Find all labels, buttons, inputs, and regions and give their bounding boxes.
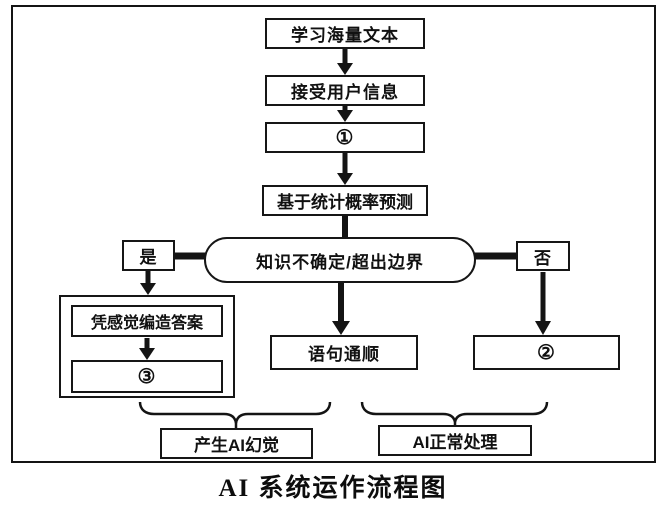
node-fabricate-answer: 凭感觉编造答案 [71, 305, 223, 337]
node-learn-massive-text: 学习海量文本 [265, 18, 425, 49]
node-step-1: ① [265, 122, 425, 153]
node-receive-user-info: 接受用户信息 [265, 75, 425, 106]
label-ai-hallucination: 产生AI幻觉 [160, 428, 313, 459]
label-ai-normal-processing: AI正常处理 [378, 425, 532, 456]
hallucination-group-box [59, 295, 235, 398]
node-step-2: ② [473, 335, 620, 370]
node-fluent-sentence: 语句通顺 [270, 335, 418, 370]
label-yes: 是 [122, 240, 175, 271]
node-statistical-prediction: 基于统计概率预测 [262, 185, 428, 216]
node-step-3: ③ [71, 360, 223, 393]
figure-caption: AI 系统运作流程图 [218, 475, 448, 502]
decision-knowledge-uncertain: 知识不确定/超出边界 [204, 237, 476, 283]
label-no: 否 [516, 241, 570, 271]
figure-border [11, 5, 656, 463]
